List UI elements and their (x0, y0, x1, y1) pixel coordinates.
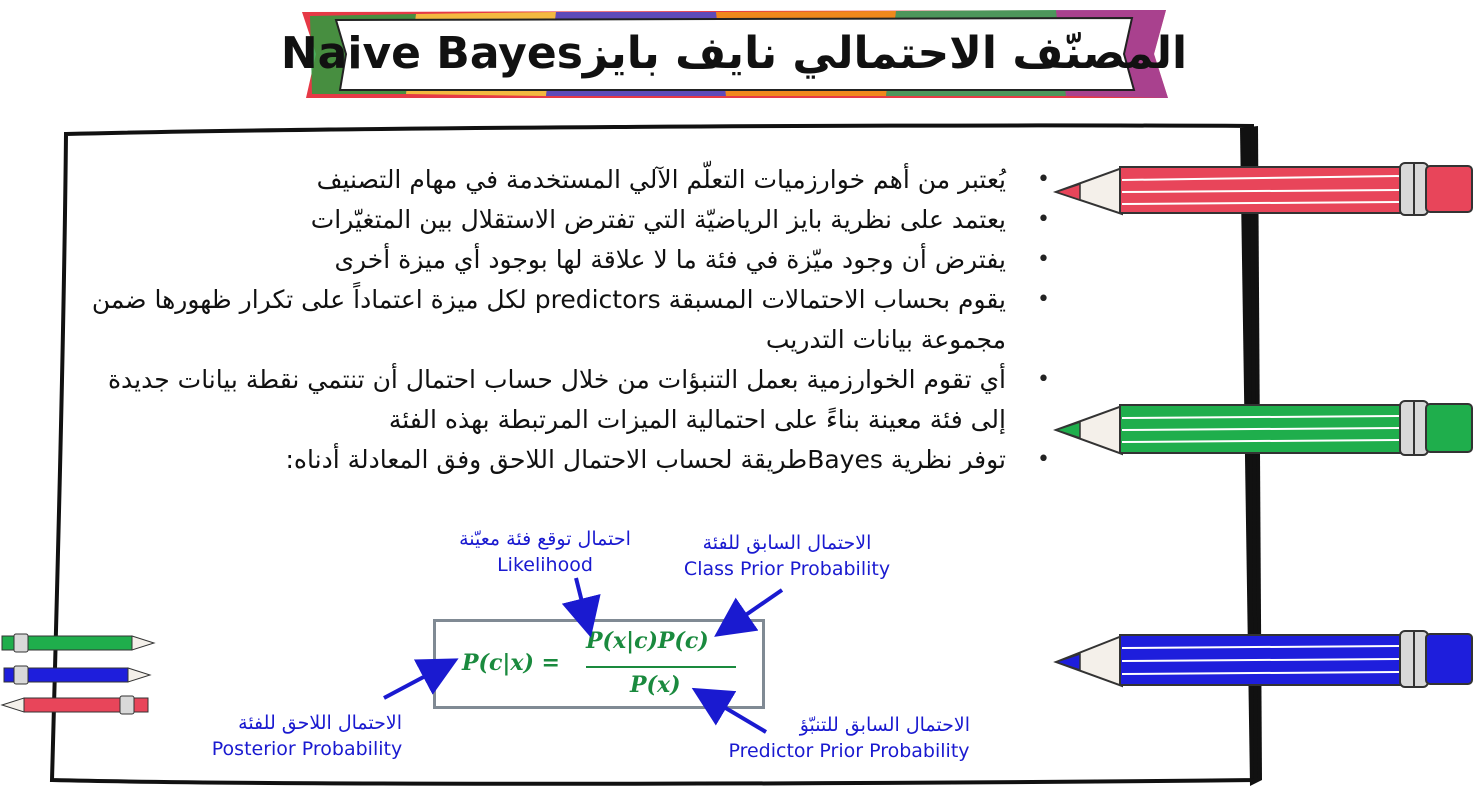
pencil-red-icon (1052, 162, 1473, 216)
list-item: يقوم بحساب الاحتمالات المسبقة predictors… (76, 280, 1050, 360)
likelihood-arrow-icon (561, 577, 601, 638)
posterior-label: الاحتمال اللاحق للفئة Posterior Probabil… (204, 710, 410, 762)
list-item: توفر نظرية Bayesطريقة لحساب الاحتمال الل… (76, 440, 1050, 480)
class-prior-arrow-icon (714, 588, 784, 637)
formula-denominator: P(x) (630, 672, 681, 698)
predictor-prior-label-en: Predictor Prior Probability (728, 740, 970, 762)
title-banner: المصنّف الاحتمالي نايف بايزNaive Bayes (281, 6, 1187, 102)
likelihood-label: احتمال توقع فئة معيّنة Likelihood (450, 526, 640, 578)
banner-ribbon-icon (302, 10, 1168, 98)
board-frame (49, 123, 1259, 786)
small-pencil-green-icon (1, 633, 156, 653)
bullet-list: يُعتبر من أهم خوارزميات التعلّم الآلي ال… (76, 160, 1050, 480)
predictor-prior-label-ar: الاحتمال السابق للتنبّؤ (799, 714, 970, 736)
likelihood-label-en: Likelihood (497, 554, 593, 576)
small-pencil-blue-icon (3, 665, 152, 685)
posterior-label-ar: الاحتمال اللاحق للفئة (238, 712, 402, 734)
formula-numerator: P(x|c)P(c) (586, 628, 709, 654)
likelihood-label-ar: احتمال توقع فئة معيّنة (459, 528, 631, 550)
list-item: يفترض أن وجود ميّزة في فئة ما لا علاقة ل… (76, 240, 1050, 280)
list-item: يعتمد على نظرية بايز الرياضيّة التي تفتر… (76, 200, 1050, 240)
posterior-label-en: Posterior Probability (211, 738, 403, 760)
class-prior-label-ar: الاحتمال السابق للفئة (702, 532, 872, 554)
class-prior-label-en: Class Prior Probability (683, 558, 891, 580)
predictor-prior-label: الاحتمال السابق للتنبّؤ Predictor Prior … (720, 712, 978, 764)
small-pencil-red-icon (0, 695, 149, 715)
fraction-bar (586, 666, 736, 668)
class-prior-label: الاحتمال السابق للفئة Class Prior Probab… (672, 530, 902, 582)
predictor-prior-arrow-icon (691, 687, 768, 734)
list-item: أي تقوم الخوارزمية بعمل التنبؤات من خلال… (76, 360, 1050, 440)
posterior-arrow-icon (383, 658, 459, 700)
formula-lhs: P(c|x) = (462, 650, 560, 676)
pencil-green-icon (1053, 400, 1473, 456)
pencil-blue-icon (1053, 630, 1473, 688)
list-item: يُعتبر من أهم خوارزميات التعلّم الآلي ال… (76, 160, 1050, 200)
